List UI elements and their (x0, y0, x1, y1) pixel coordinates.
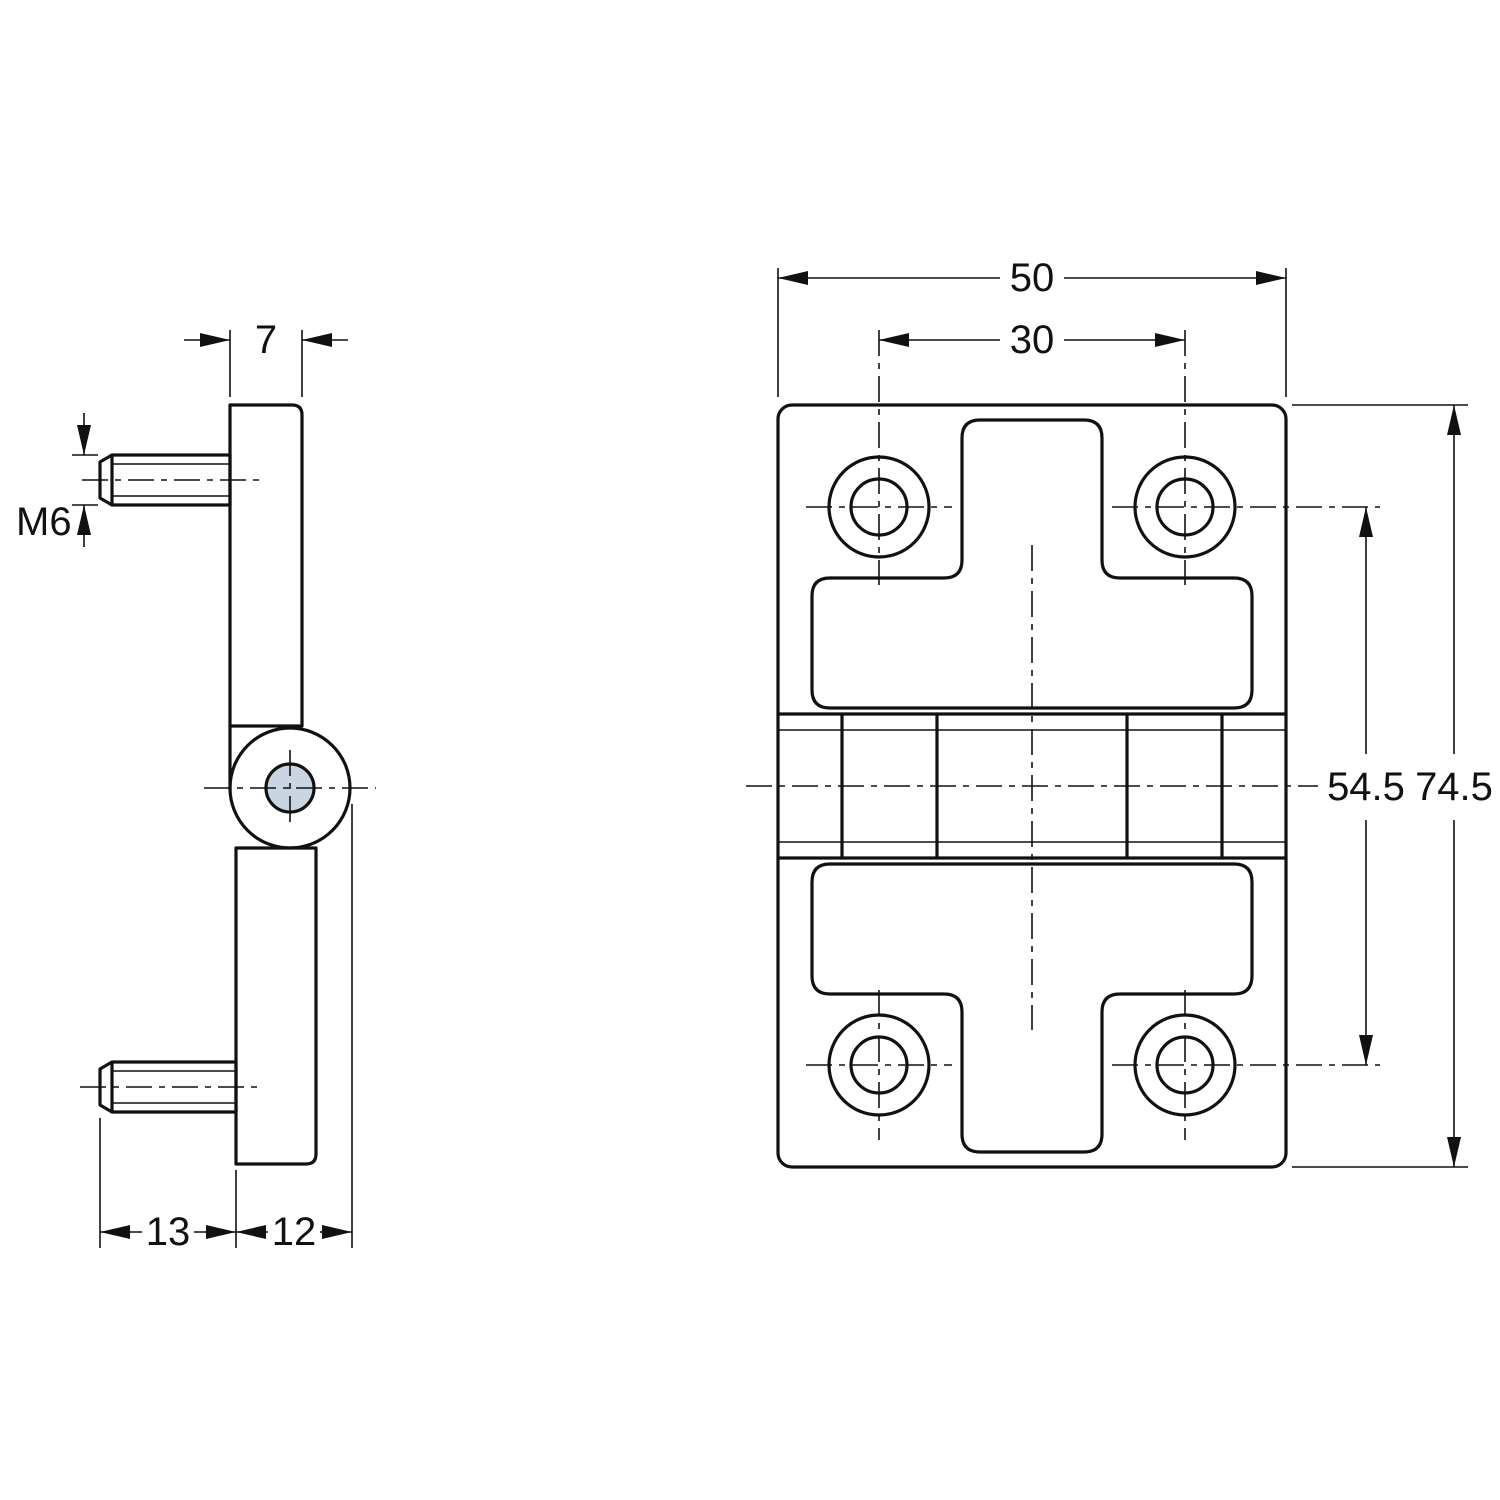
arrowhead (77, 505, 91, 535)
side-lower-leaf (234, 846, 318, 1166)
arrowhead (302, 333, 332, 347)
arrowhead (200, 333, 230, 347)
arrowhead (1155, 333, 1185, 347)
dim-thread-size-label: M6 (16, 500, 72, 544)
dim-overall-height-label: 74.5 (1415, 765, 1493, 809)
dimension-stud-length-and-offset: 13 12 (99, 804, 353, 1254)
arrowhead (236, 1225, 266, 1239)
dimension-hole-pitch-vertical: 54.5 (1327, 507, 1405, 1065)
arrowhead (1359, 507, 1373, 537)
front-upper-pocket (810, 418, 1254, 710)
dimension-thread-size: M6 (16, 413, 98, 547)
arrowhead (879, 333, 909, 347)
dim-leaf-offset-label: 12 (272, 1210, 317, 1254)
dimension-hole-pitch-horizontal: 30 (879, 318, 1185, 362)
dimension-overall-width: 50 (777, 256, 1287, 397)
arrowhead (1256, 271, 1286, 285)
dim-leaf-thickness-label: 7 (255, 318, 277, 362)
front-view (746, 330, 1380, 1169)
side-upper-leaf (228, 403, 304, 728)
arrowhead (1447, 1137, 1461, 1167)
dimension-leaf-thickness: 7 (184, 318, 348, 397)
dimension-overall-height: 74.5 (1292, 404, 1493, 1168)
front-lower-pocket (810, 862, 1254, 1154)
dim-hole-pitch-vertical-label: 54.5 (1327, 765, 1405, 809)
arrowhead (206, 1225, 236, 1239)
side-view (80, 403, 376, 1166)
arrowhead (1359, 1035, 1373, 1065)
arrowhead (778, 271, 808, 285)
dim-overall-width-label: 50 (1010, 256, 1055, 300)
arrowhead (100, 1225, 130, 1239)
arrowhead (1447, 405, 1461, 435)
dim-hole-pitch-horizontal-label: 30 (1010, 318, 1055, 362)
arrowhead (77, 425, 91, 455)
arrowhead (322, 1225, 352, 1239)
dim-stud-length-label: 13 (146, 1210, 191, 1254)
